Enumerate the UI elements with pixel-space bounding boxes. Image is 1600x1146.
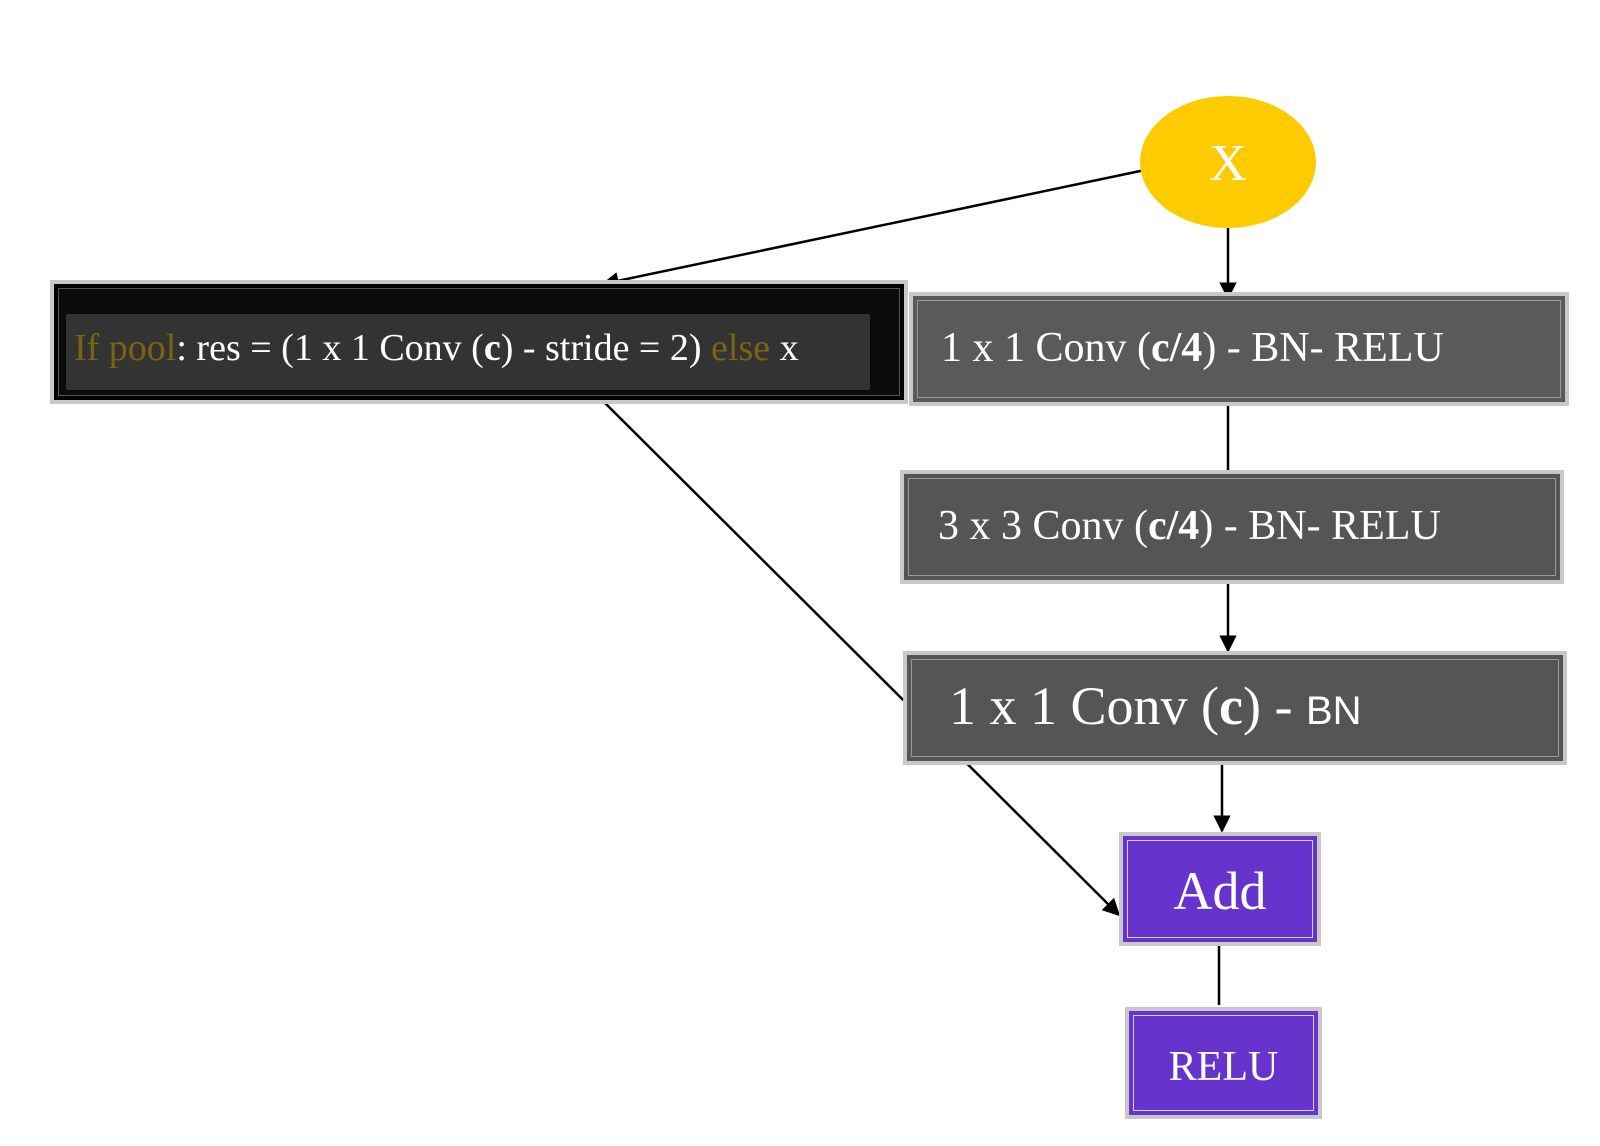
residual-shortcut-label: If pool: res = (1 x 1 Conv (c) - stride …: [74, 326, 799, 370]
conv1x1-reduce-channels: c/4: [1151, 325, 1203, 371]
conv3x3-label: 3 x 3 Conv (c/4) - BN- RELU: [938, 502, 1441, 550]
conv1x1-expand-inner: [911, 659, 1559, 757]
conv1x1-expand-dash: ) -: [1242, 676, 1306, 736]
else-keyword: else: [711, 327, 771, 369]
residual-shortcut-text-panel: [66, 314, 870, 390]
conv1x1-expand-channels: c: [1219, 676, 1243, 736]
conv1x1-reduce-inner: [917, 300, 1561, 398]
conv1x1-expand-box: 1 x 1 Conv (c) - BN: [903, 651, 1567, 765]
add-node-inner: [1127, 840, 1313, 938]
conv3x3-inner: [908, 478, 1556, 576]
conv1x1-reduce-suffix: ) - BN- RELU: [1202, 325, 1444, 371]
edge-x-to-residual: [601, 168, 1146, 290]
conv1x1-reduce-prefix: 1 x 1 Conv (: [941, 325, 1151, 371]
residual-shortcut-box: If pool: res = (1 x 1 Conv (c) - stride …: [50, 280, 908, 404]
conv1x1-expand-label: 1 x 1 Conv (c) - BN: [949, 675, 1362, 737]
relu-node-label: RELU: [1168, 1044, 1279, 1090]
edge-residual-to-add: [603, 401, 1121, 917]
residual-channel-var: c: [483, 327, 501, 369]
relu-node: RELU: [1125, 1007, 1322, 1119]
relu-node-inner: [1133, 1015, 1314, 1111]
conv3x3-suffix: ) - BN- RELU: [1199, 503, 1441, 549]
input-node-label: X: [1209, 135, 1247, 192]
conv3x3-box: 3 x 3 Conv (c/4) - BN- RELU: [900, 470, 1564, 584]
conv3x3-channels: c/4: [1148, 503, 1200, 549]
add-node-label: Add: [1173, 861, 1267, 921]
input-node-x: X: [1140, 96, 1316, 228]
conv3x3-prefix: 3 x 3 Conv (: [938, 503, 1148, 549]
conv1x1-expand-prefix: 1 x 1 Conv (: [949, 676, 1219, 736]
residual-x: x: [770, 327, 799, 369]
add-node: Add: [1119, 832, 1321, 946]
if-pool-keyword: If pool: [74, 327, 177, 369]
conv1x1-reduce-label: 1 x 1 Conv (c/4) - BN- RELU: [941, 324, 1444, 372]
conv1x1-reduce-box: 1 x 1 Conv (c/4) - BN- RELU: [909, 292, 1569, 406]
residual-assignment: : res = (1 x 1 Conv (: [176, 327, 484, 369]
residual-stride: ) - stride = 2): [500, 327, 712, 369]
conv1x1-expand-bn: BN: [1305, 689, 1362, 733]
